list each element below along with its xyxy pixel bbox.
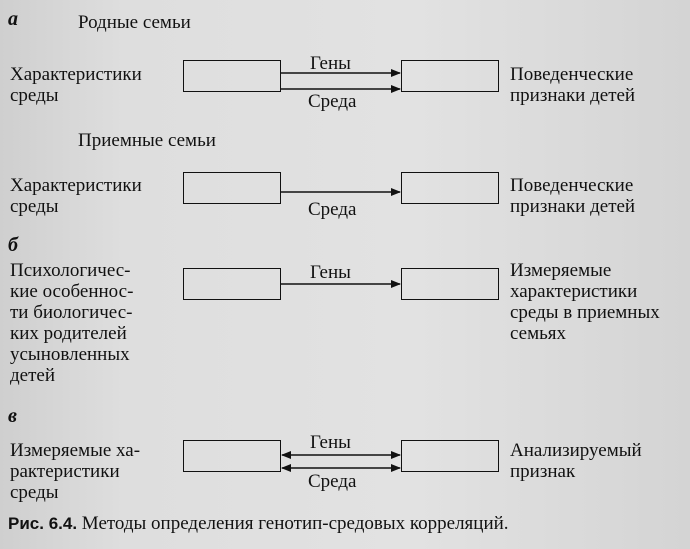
section-c-environment-label: Среда: [308, 471, 357, 492]
section-a-biological-right-label: Поведенческие признаки детей: [510, 64, 636, 106]
section-a-adoptive-title: Приемные семьи: [78, 130, 216, 151]
section-c-left-box: [183, 440, 281, 472]
section-c-genes-label: Гены: [310, 432, 351, 453]
section-a-letter: а: [8, 8, 18, 30]
section-c-left-label: Измеряемые ха- рактеристики среды: [10, 440, 141, 503]
section-a-adoptive-right-label: Поведенческие признаки детей: [510, 175, 636, 217]
section-b-left-label: Психологичес- кие особеннос- ти биологич…: [10, 260, 134, 386]
section-b-letter: б: [8, 234, 18, 256]
figure-caption-text: Методы определения генотип-средовых корр…: [77, 513, 509, 534]
section-b-right-box: [401, 268, 499, 300]
section-b-genes-label: Гены: [310, 262, 351, 283]
section-c-right-label: Анализируемый признак: [510, 440, 642, 482]
figure-caption: Рис. 6.4. Методы определения генотип-сре…: [8, 513, 509, 535]
section-a-biological-environment-label: Среда: [308, 91, 357, 112]
section-c-right-box: [401, 440, 499, 472]
section-a-biological-genes-label: Гены: [310, 53, 351, 74]
section-a-biological-right-box: [401, 60, 499, 92]
section-a-adoptive-environment-label: Среда: [308, 199, 357, 220]
section-a-biological-title: Родные семьи: [78, 12, 191, 33]
figure-caption-number: Рис. 6.4.: [8, 514, 78, 533]
section-b-right-label: Измеряемые характеристики среды в приемн…: [510, 260, 660, 344]
section-c-letter: в: [8, 405, 17, 427]
section-a-adoptive-left-label: Характеристики среды: [10, 175, 142, 217]
section-a-biological-left-label: Характеристики среды: [10, 64, 142, 106]
section-a-adoptive-right-box: [401, 172, 499, 204]
section-b-left-box: [183, 268, 281, 300]
section-a-biological-left-box: [183, 60, 281, 92]
section-a-adoptive-left-box: [183, 172, 281, 204]
